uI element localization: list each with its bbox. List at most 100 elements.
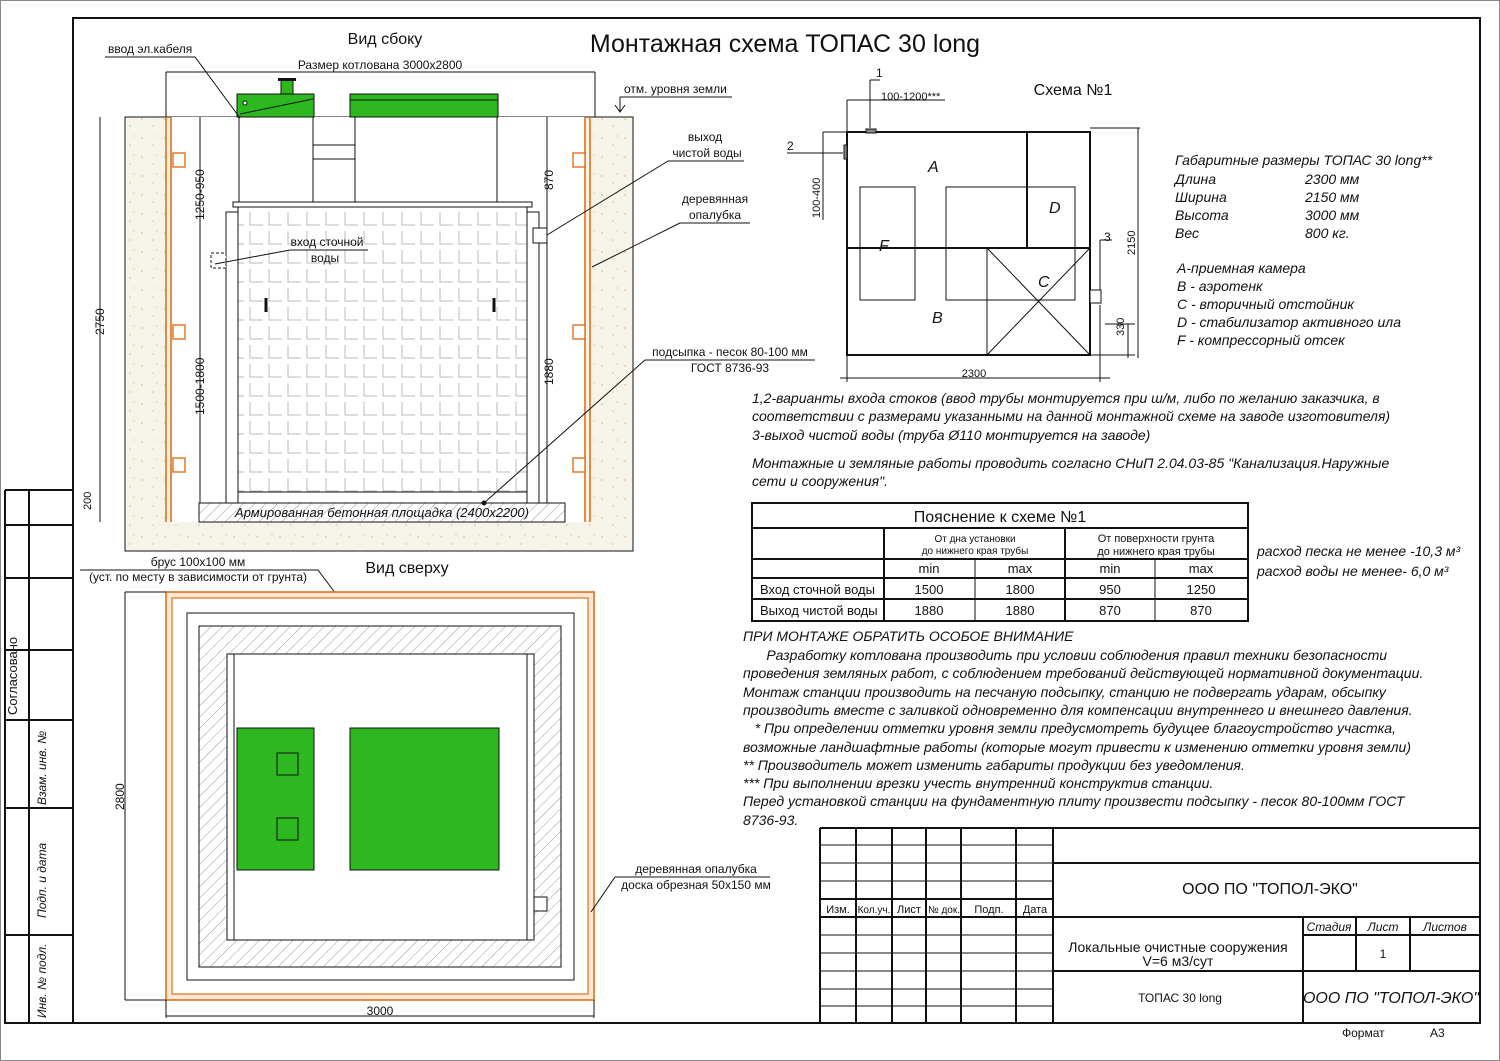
note-line: соответствии с размерами указанными на д…	[752, 408, 1390, 424]
note-line: 3-выход чистой воды (труба Ø110 монтируе…	[752, 427, 1150, 443]
attention-line: * При определении отметки уровня земли п…	[743, 720, 1396, 736]
table-row: Вход сточной воды 1500 1800 950 1250	[760, 582, 1215, 597]
stamp-agreed: Согласовано	[5, 637, 20, 715]
top-lid-left	[236, 727, 315, 871]
table-row: Выход чистой воды 1880 1880 870 870	[760, 603, 1212, 618]
slab-label: Армированная бетонная площадка (2400x220…	[234, 505, 529, 520]
col-date: Дата	[1023, 904, 1048, 916]
dim-1250-950: 1250-950	[193, 169, 207, 220]
table-title: Пояснение к схеме №1	[914, 509, 1087, 526]
beam-label-1: брус 100x100 мм	[151, 555, 246, 569]
sand-label-2: ГОСТ 8736-93	[691, 361, 769, 375]
cell: 1880	[915, 603, 944, 618]
col-list: Лист	[897, 904, 921, 916]
dim-100-400: 100-400	[811, 178, 823, 218]
company-italic: ООО ПО "ТОПОЛ-ЭКО"	[1303, 990, 1480, 1007]
cell: 870	[1190, 603, 1212, 618]
stamp-sign-date: Подп. и дата	[35, 843, 49, 918]
dim-3000: 3000	[367, 1004, 394, 1018]
group1-line2: до нижнего края трубы	[922, 545, 1029, 557]
stamp-replace: Взам. инв. №	[35, 731, 49, 805]
sub-header: max	[1189, 561, 1214, 576]
product-name: ТОПАС 30 long	[1138, 991, 1222, 1005]
attention-line: Разработку котлована производить при усл…	[743, 647, 1387, 663]
cell: 1800	[1006, 582, 1035, 597]
page-title: Монтажная схема ТОПАС 30 long	[590, 30, 980, 58]
zone-f: F	[879, 238, 890, 255]
formwork-label-2: опалубка	[689, 208, 741, 222]
neck-left	[238, 116, 314, 203]
attention-line: 8736-93.	[743, 812, 798, 828]
lid-left	[236, 93, 315, 118]
project-name-2: V=6 м3/сут	[1143, 953, 1214, 969]
dim-330: 330	[1115, 318, 1127, 336]
neck-right	[354, 116, 498, 203]
spec-value: 3000 мм	[1305, 207, 1360, 223]
dim-870: 870	[542, 170, 556, 190]
left-stamp: Согласовано Взам. инв. № Подп. и дата Ин…	[4, 489, 73, 1024]
group1-line1: От дна установки	[934, 534, 1015, 545]
beam-label-2: (уст. по месту в зависимости от грунта)	[89, 570, 307, 584]
attention-line: *** При выполнении врезки учесть внутрен…	[743, 775, 1213, 791]
spec-label: Высота	[1175, 207, 1229, 223]
sub-header: min	[919, 561, 940, 576]
dim-1500-1800: 1500-1800	[193, 357, 207, 415]
dim-2150: 2150	[1126, 231, 1138, 255]
note-line: Монтажные и земляные работы проводить со…	[752, 455, 1389, 471]
dim-100-1200: 100-1200***	[881, 91, 941, 103]
col-sign: Подп.	[974, 904, 1003, 916]
zone-a: A	[927, 159, 939, 176]
side-view: Вид сбоку Размер котлована 3000x2800 Арм…	[82, 31, 815, 552]
lid-right	[349, 93, 499, 118]
cell: 1500	[915, 582, 944, 597]
sand-label-1: подсыпка - песок 80-100 мм	[652, 345, 808, 359]
spec-label: Длина	[1173, 171, 1216, 187]
sub-header: max	[1008, 561, 1033, 576]
top-formwork-label-1: деревянная опалубка	[635, 862, 757, 876]
group2-line1: От поверхности грунта	[1098, 533, 1215, 545]
note-line: 1,2-варианты входа стоков (ввод трубы мо…	[752, 390, 1380, 406]
attention-line: проведения земляных работ, с соблюдением…	[743, 665, 1423, 681]
row-label: Вход сточной воды	[760, 582, 875, 597]
mark-3: 3	[1104, 230, 1111, 244]
dim-2750: 2750	[93, 308, 107, 335]
zone-d: D	[1049, 200, 1061, 217]
legend-item: F - компрессорный отсек	[1177, 332, 1346, 348]
spec-label: Вес	[1175, 225, 1199, 241]
spec-value: 2300 мм	[1304, 171, 1360, 187]
ground-mark-label: отм. уровня земли	[624, 82, 727, 96]
pit-size-label: Размер котлована 3000x2800	[298, 58, 463, 72]
attention-line: Перед установкой станции на фундаментную…	[743, 793, 1406, 809]
water-consumption: расход воды не менее- 6,0 м³	[1256, 563, 1449, 579]
explanation-table: Пояснение к схеме №1 От дна установки до…	[751, 502, 1249, 622]
spec-label: Ширина	[1175, 189, 1227, 205]
title-block: Изм. Кол.уч. Лист № док. Подп. Дата ООО …	[819, 827, 1480, 1040]
notes: 1,2-варианты входа стоков (ввод трубы мо…	[752, 390, 1390, 489]
stage-label: Стадия	[1307, 920, 1353, 934]
sand-consumption: расход песка не менее -10,3 м³	[1256, 543, 1460, 559]
col-izm: Изм.	[826, 904, 850, 916]
dim-2300: 2300	[962, 368, 986, 380]
project-name-1: Локальные очистные сооружения	[1068, 939, 1287, 955]
waste-in-label-1: вход сточной	[290, 235, 363, 249]
tank-side-left	[225, 211, 239, 504]
col-doc: № док.	[928, 905, 960, 916]
cell: 950	[1099, 582, 1121, 597]
clean-out-label-1: выход	[688, 130, 722, 144]
cable-input-label: ввод эл.кабеля	[108, 42, 192, 56]
zone-b: B	[932, 310, 943, 327]
zone-c: C	[1038, 274, 1050, 291]
sheet-label: Лист	[1367, 920, 1399, 934]
specs: Габаритные размеры ТОПАС 30 long** Длина…	[1173, 152, 1433, 348]
company-name: ООО ПО "ТОПОЛ-ЭКО"	[1182, 881, 1358, 898]
sheet-number: 1	[1380, 947, 1387, 961]
row-label: Выход чистой воды	[760, 603, 878, 618]
mark-1: 1	[876, 66, 883, 80]
top-lid-right	[349, 727, 500, 871]
group2-line2: до нижнего края трубы	[1097, 546, 1214, 558]
attention-notes: ПРИ МОНТАЖЕ ОБРАТИТЬ ОСОБОЕ ВНИМАНИЕ Раз…	[743, 628, 1423, 828]
cell: 870	[1099, 603, 1121, 618]
legend-item: C - вторичный отстойник	[1177, 296, 1355, 312]
formwork-label-1: деревянная	[682, 192, 748, 206]
